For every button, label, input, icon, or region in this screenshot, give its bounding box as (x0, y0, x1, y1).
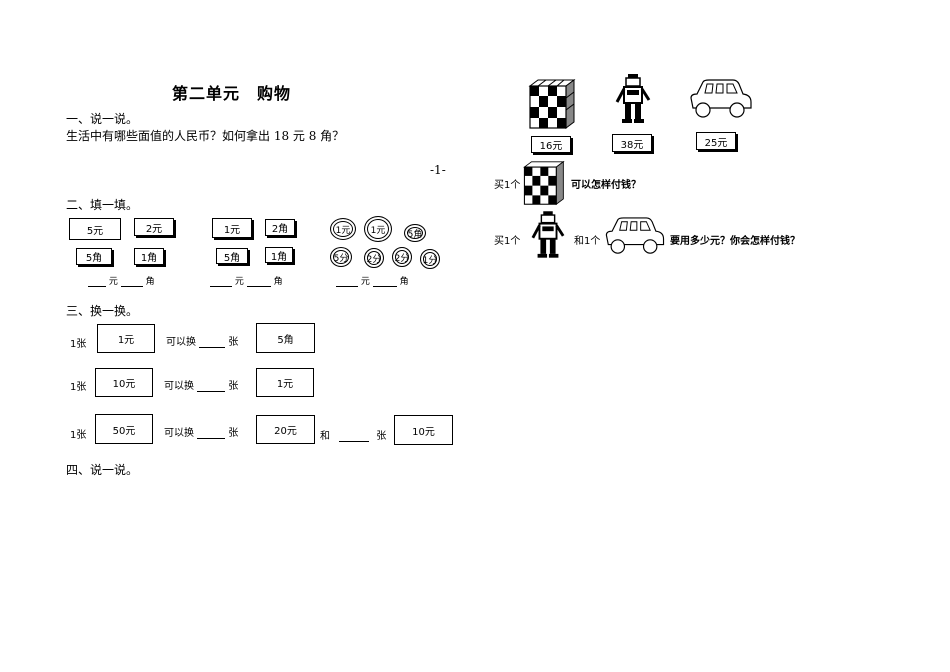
note-2-jiao: 2角 (265, 219, 295, 236)
robot-icon (531, 211, 565, 258)
jiao-blank[interactable] (246, 286, 271, 287)
q1-suffix: 可以怎样付钱？ (571, 180, 641, 191)
unit-jiao: 角 (145, 277, 155, 287)
price-tag-car: 25元 (696, 132, 736, 150)
note-1-jiao: 1角 (134, 248, 164, 265)
coin-1-fen: 1分 (420, 249, 440, 269)
fill-row-1: 元 角 (88, 274, 155, 287)
note-1-yuan: 1元 (97, 324, 155, 353)
section-2-heading: 二、填一填。 (66, 198, 139, 212)
exchange-row-1: 可以换 张 (166, 333, 238, 348)
coin-5-fen: 5分 (330, 247, 352, 267)
exchange-row-2: 可以换 张 (164, 377, 238, 392)
car-icon (690, 79, 752, 118)
price-tag-robot: 38元 (612, 134, 652, 152)
note-50-yuan: 50元 (95, 414, 153, 444)
note-5-jiao: 5角 (256, 323, 315, 353)
jiao-blank[interactable] (372, 286, 397, 287)
price-tag-cube: 16元 (531, 136, 571, 153)
one-note-label: 1张 (70, 430, 87, 441)
fill-row-2: 元 角 (210, 274, 283, 287)
q2-suffix: 要用多少元？你会怎样付钱？ (670, 236, 800, 247)
zhang-label: 张 (228, 428, 239, 439)
count-blank[interactable] (197, 438, 226, 439)
section-1-heading: 一、说一说。 (66, 112, 139, 126)
unit-jiao: 角 (399, 277, 409, 287)
and-label: 和 (320, 431, 330, 442)
coin-1-yuan: 1元 (364, 216, 392, 242)
note-20-yuan: 20元 (256, 415, 315, 444)
count-blank[interactable] (197, 391, 226, 392)
yuan-blank[interactable] (336, 286, 358, 287)
q2-prefix: 买1个 (494, 236, 521, 247)
unit-jiao: 角 (273, 277, 283, 287)
note-10-yuan: 10元 (394, 415, 453, 445)
q1-prefix: 买1个 (494, 180, 521, 191)
coin-2-fen: 2分 (364, 248, 384, 268)
rubiks-cube-icon (528, 79, 576, 129)
unit-yuan: 元 (108, 277, 118, 287)
rubiks-cube-icon (523, 160, 565, 206)
zhang-label: 张 (228, 337, 239, 348)
one-note-label: 1张 (70, 382, 87, 393)
coin-1-yuan: 1元 (330, 218, 356, 240)
fill-row-3: 元 角 (336, 274, 409, 287)
note-5-yuan: 5元 (69, 218, 121, 240)
zhang-label: 张 (228, 381, 239, 392)
count-blank[interactable] (199, 347, 226, 348)
jiao-blank[interactable] (120, 286, 143, 287)
car-icon (605, 217, 665, 254)
note-1-yuan: 1元 (256, 368, 314, 397)
coin-2-fen: 2分 (392, 247, 412, 267)
note-10-yuan: 10元 (95, 368, 153, 397)
one-note-label: 1张 (70, 339, 87, 350)
zhang-label: 张 (376, 431, 387, 442)
note-1-yuan: 1元 (212, 218, 252, 238)
note-1-jiao: 1角 (265, 247, 293, 263)
page-number: -1- (430, 163, 446, 177)
note-2-yuan: 2元 (134, 218, 174, 236)
robot-icon (615, 74, 651, 123)
exchange-row-3: 可以换 张 (164, 424, 238, 439)
section-3-heading: 三、换一换。 (66, 304, 139, 318)
yuan-blank[interactable] (88, 286, 106, 287)
and-row: 和 张 (320, 427, 386, 442)
section-1-question: 生活中有哪些面值的人民币？如何拿出 18 元 8 角？ (66, 129, 345, 143)
unit-yuan: 元 (234, 277, 244, 287)
unit-yuan: 元 (360, 277, 370, 287)
section-4-heading: 四、说一说。 (66, 463, 139, 477)
page-title: 第二单元 购物 (172, 84, 292, 103)
count-blank[interactable] (339, 441, 370, 442)
coin-5-jiao: 5角 (404, 224, 426, 242)
yuan-blank[interactable] (210, 286, 232, 287)
can-exchange-label: 可以换 (166, 337, 196, 348)
can-exchange-label: 可以换 (164, 381, 194, 392)
note-5-jiao: 5角 (216, 248, 248, 264)
note-5-jiao: 5角 (76, 248, 112, 265)
q2-and: 和1个 (574, 236, 601, 247)
can-exchange-label: 可以换 (164, 428, 194, 439)
